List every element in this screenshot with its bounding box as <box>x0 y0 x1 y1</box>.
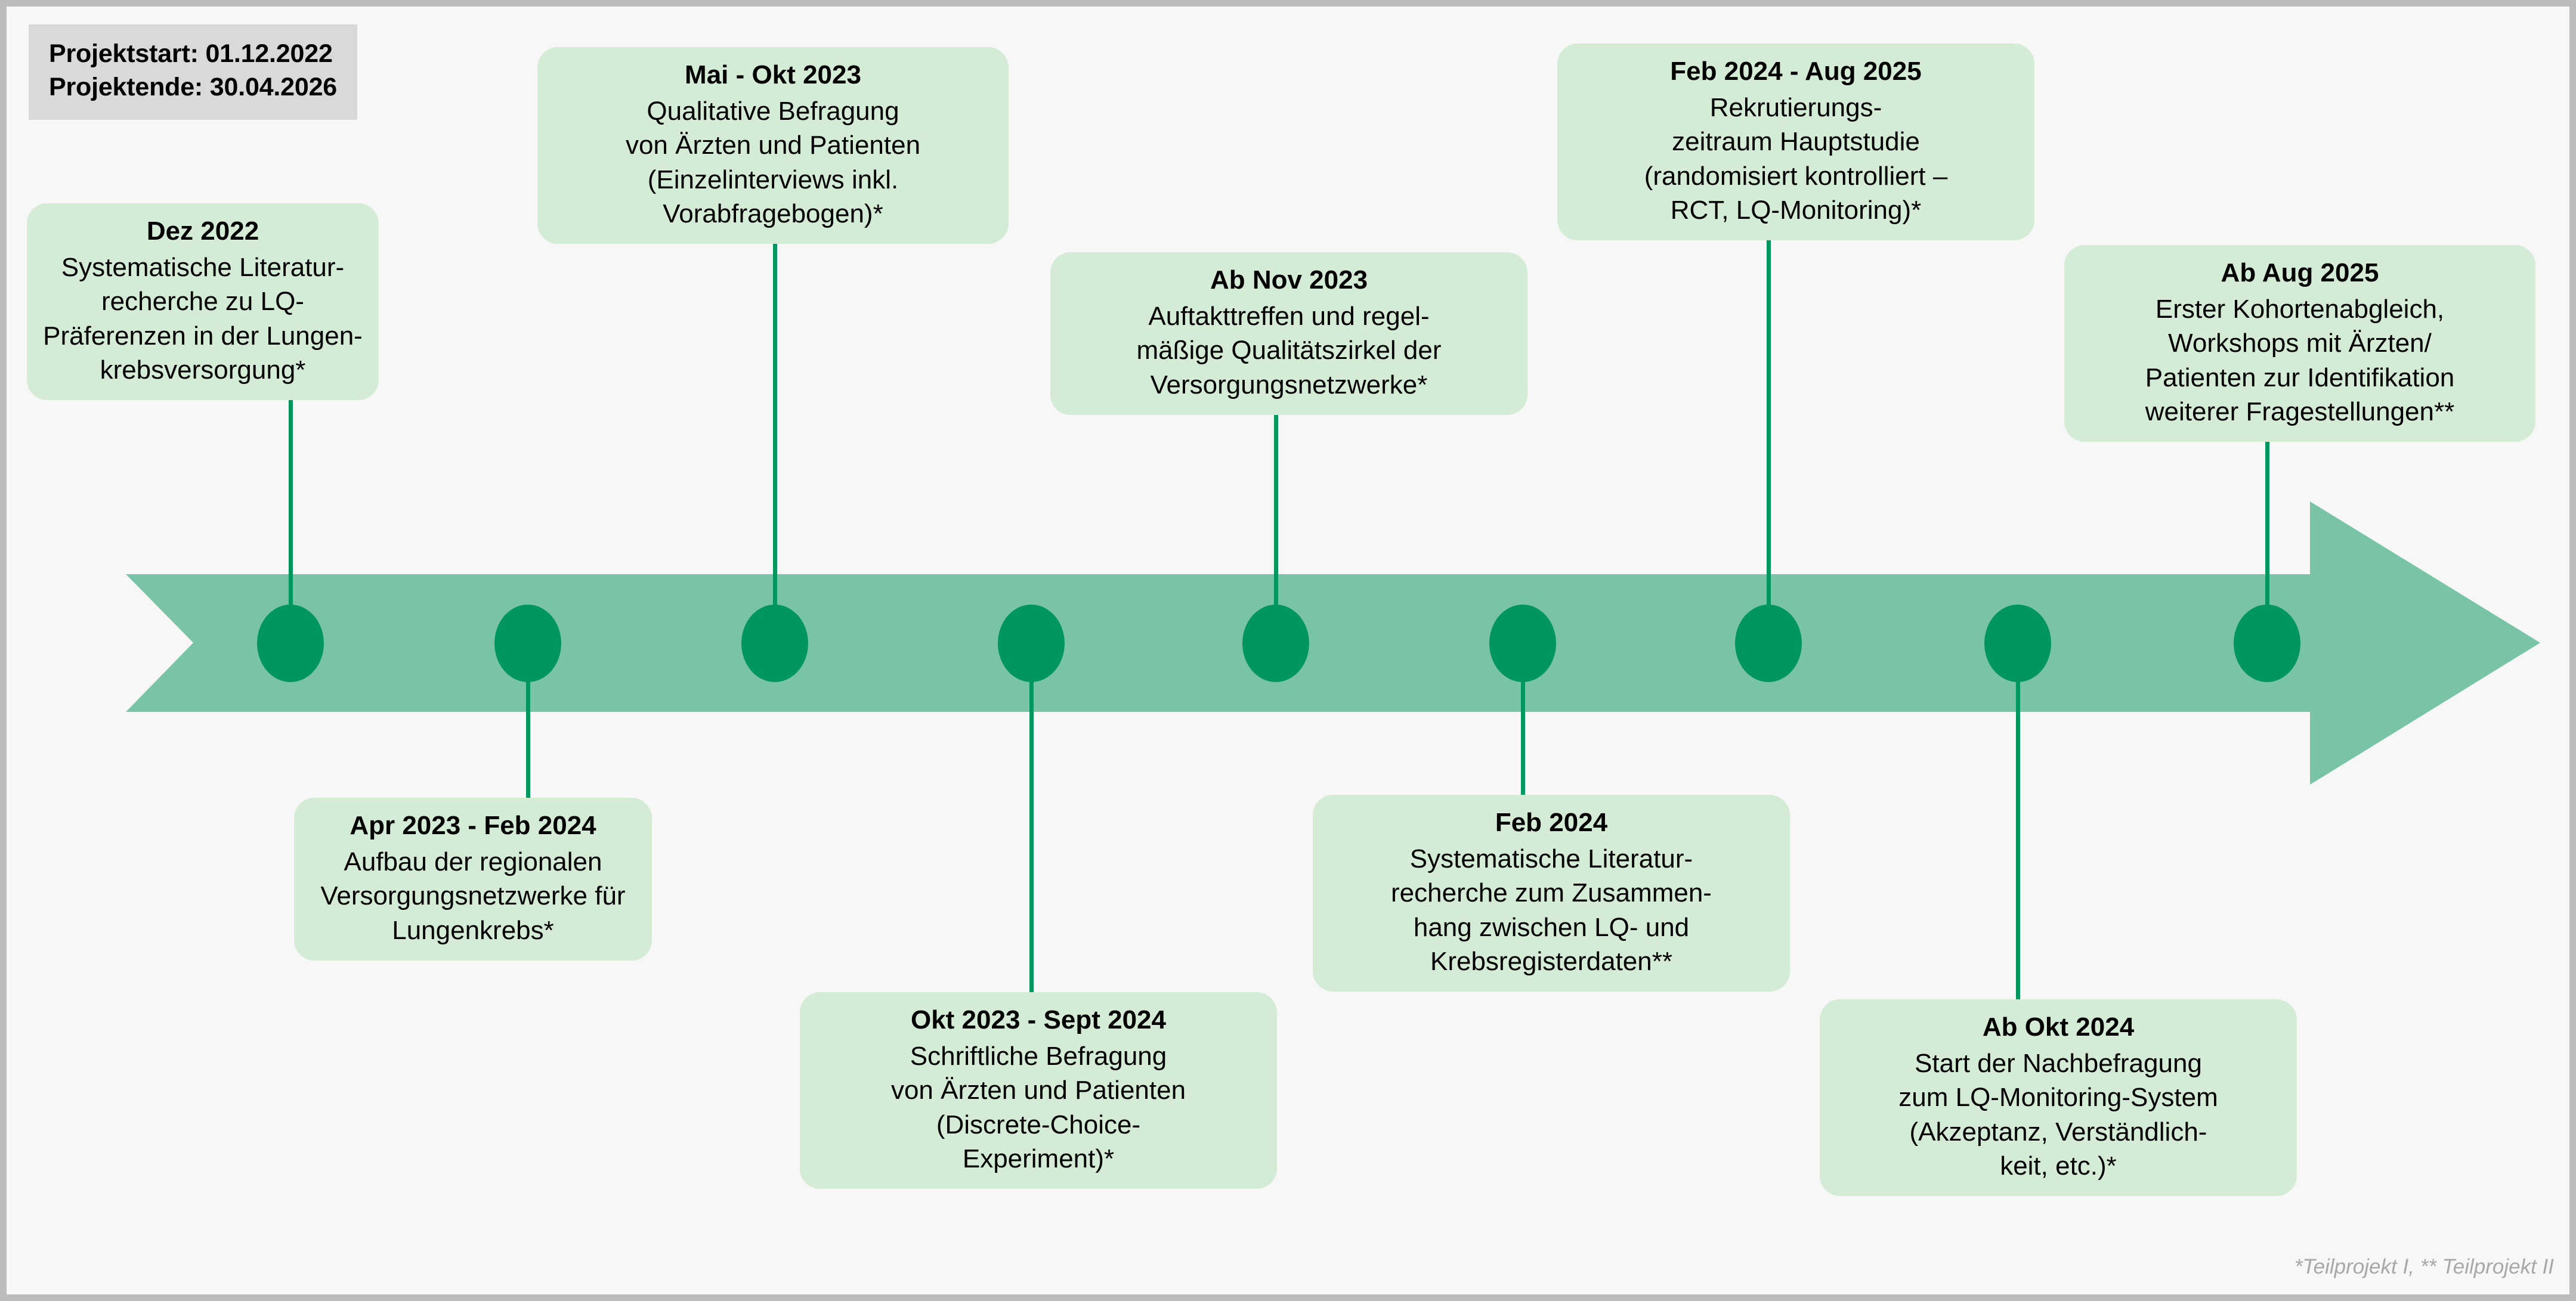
milestone-body-2: Aufbau der regionalen Versorgungsnetzwer… <box>320 847 626 945</box>
milestone-connector-2 <box>526 643 530 798</box>
milestone-body-7: Rekrutierungs- zeitraum Hauptstudie (ran… <box>1644 93 1948 225</box>
milestone-dot-1[interactable] <box>257 604 324 682</box>
milestone-connector-3 <box>773 244 777 643</box>
milestone-connector-6 <box>1521 643 1525 795</box>
milestone-dot-5[interactable] <box>1242 604 1309 682</box>
milestone-dot-2[interactable] <box>494 604 561 682</box>
milestone-dot-4[interactable] <box>998 604 1065 682</box>
milestone-title-5: Ab Nov 2023 <box>1210 265 1368 295</box>
milestone-connector-5 <box>1274 415 1278 643</box>
timeline-arrow-shape <box>126 501 2540 785</box>
milestone-body-3: Qualitative Befragung von Ärzten und Pat… <box>625 97 921 228</box>
milestone-connector-8 <box>2016 643 2020 999</box>
milestone-title-1: Dez 2022 <box>146 216 259 246</box>
milestone-dot-8[interactable] <box>1984 604 2051 682</box>
milestone-title-4: Okt 2023 - Sept 2024 <box>910 1005 1166 1034</box>
milestone-connector-4 <box>1029 643 1034 992</box>
milestone-dot-9[interactable] <box>2234 604 2300 682</box>
milestone-title-2: Apr 2023 - Feb 2024 <box>350 811 596 840</box>
project-end-label: Projektende: 30.04.2026 <box>49 72 338 101</box>
milestone-title-6: Feb 2024 <box>1495 808 1608 837</box>
milestone-body-4: Schriftliche Befragung von Ärzten und Pa… <box>890 1042 1186 1173</box>
milestone-connector-9 <box>2265 442 2269 643</box>
footnote-legend: *Teilprojekt I, ** Teilprojekt II <box>2294 1255 2554 1278</box>
project-start-label: Projektstart: 01.12.2022 <box>49 39 333 68</box>
milestone-body-9: Erster Kohortenabgleich, Workshops mit Ä… <box>2145 295 2455 426</box>
milestone-dot-7[interactable] <box>1735 604 1802 682</box>
milestone-dot-3[interactable] <box>741 604 808 682</box>
milestone-body-8: Start der Nachbefragung zum LQ-Monitorin… <box>1898 1049 2218 1181</box>
milestone-body-5: Auftakttreffen und regel- mäßige Qualitä… <box>1136 302 1442 399</box>
project-period-box: Projektstart: 01.12.2022 Projektende: 30… <box>29 24 358 120</box>
milestone-connector-1 <box>289 400 293 643</box>
milestone-title-7: Feb 2024 - Aug 2025 <box>1670 57 1922 86</box>
milestone-title-3: Mai - Okt 2023 <box>685 60 861 89</box>
milestone-body-6: Systematische Literatur- recherche zum Z… <box>1391 844 1712 976</box>
milestone-body-1: Systematische Literatur- recherche zu LQ… <box>43 253 363 385</box>
milestone-connector-7 <box>1767 240 1771 643</box>
milestone-title-9: Ab Aug 2025 <box>2221 258 2379 287</box>
milestone-dot-6[interactable] <box>1489 604 1556 682</box>
milestone-title-8: Ab Okt 2024 <box>1982 1012 2135 1042</box>
